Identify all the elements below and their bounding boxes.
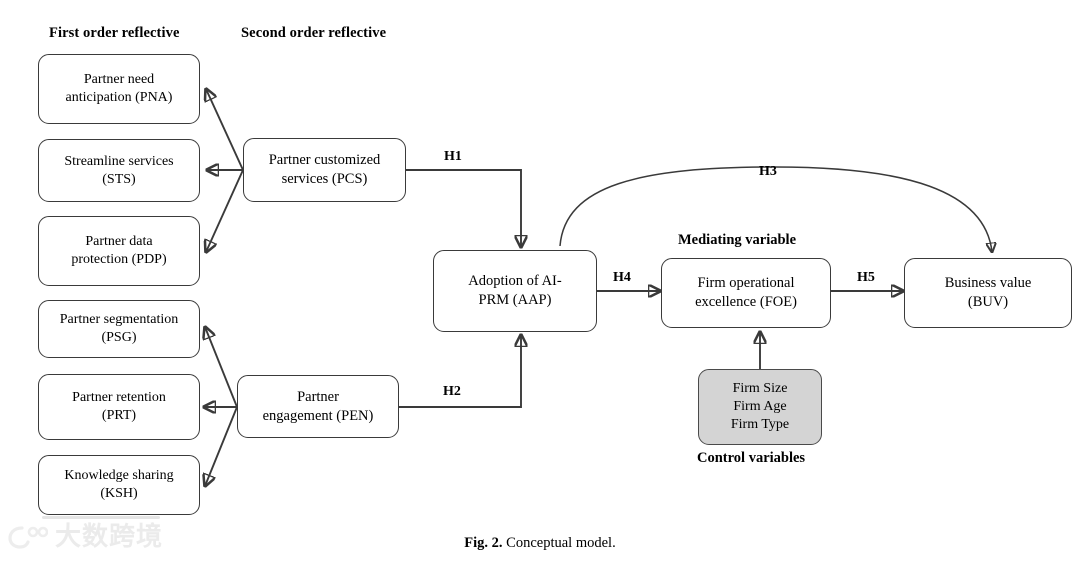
node-partner-data-protection[interactable]: Partner data protection (PDP) [38, 216, 200, 286]
header-first-order: First order reflective [49, 25, 180, 41]
node-adoption-ai-prm[interactable]: Adoption of AI- PRM (AAP) [433, 250, 597, 332]
node-label: Business value (BUV) [944, 275, 1032, 310]
node-partner-customized-services[interactable]: Partner customized services (PCS) [243, 138, 406, 202]
edge-pcs-pdp [206, 169, 244, 252]
figure-number: Fig. 2. [464, 535, 503, 551]
node-partner-retention[interactable]: Partner retention (PRT) [38, 374, 200, 440]
watermark-rule [42, 516, 160, 519]
hypothesis-label-h5: H5 [857, 270, 875, 285]
hypothesis-label-h4: H4 [613, 270, 631, 285]
node-knowledge-sharing[interactable]: Knowledge sharing (KSH) [38, 455, 200, 515]
node-label: Partner retention (PRT) [72, 390, 166, 423]
node-label: Partner segmentation (PSG) [59, 312, 179, 345]
figure-caption-text: Conceptual model. [506, 535, 616, 551]
node-business-value[interactable]: Business value (BUV) [904, 258, 1072, 328]
node-partner-need-anticipation[interactable]: Partner need anticipation (PNA) [38, 54, 200, 124]
node-streamline-services[interactable]: Streamline services (STS) [38, 139, 200, 202]
node-label: Adoption of AI- PRM (AAP) [468, 273, 562, 308]
node-control-variables[interactable]: Firm Size Firm Age Firm Type [698, 369, 822, 445]
edge-pen-ksh [205, 406, 238, 486]
header-second-order: Second order reflective [241, 25, 387, 41]
node-label: Knowledge sharing (KSH) [64, 468, 174, 501]
edge-pen-psg [205, 327, 238, 408]
annotation-control-variables: Control variables [697, 450, 806, 466]
node-label: Partner customized services (PCS) [268, 152, 381, 187]
node-firm-operational-excellence[interactable]: Firm operational excellence (FOE) [661, 258, 831, 328]
node-partner-segmentation[interactable]: Partner segmentation (PSG) [38, 300, 200, 358]
hypothesis-label-h1: H1 [444, 149, 462, 164]
figure-caption: Fig. 2. Conceptual model. [0, 535, 1080, 552]
node-label: Streamline services (STS) [64, 153, 174, 187]
node-label: Partner data protection (PDP) [71, 234, 167, 267]
node-label: Partner need anticipation (PNA) [65, 72, 173, 105]
edge-h1-pcs-aap [406, 169, 521, 247]
node-partner-engagement[interactable]: Partner engagement (PEN) [237, 375, 399, 438]
hypothesis-label-h3: H3 [759, 164, 777, 179]
edge-pcs-pna [206, 89, 244, 171]
annotation-mediating-variable: Mediating variable [678, 232, 797, 248]
node-label: Firm operational excellence (FOE) [695, 275, 797, 310]
node-label: Firm Size Firm Age Firm Type [730, 381, 790, 432]
node-label: Partner engagement (PEN) [262, 388, 374, 424]
hypothesis-label-h2: H2 [443, 384, 461, 399]
